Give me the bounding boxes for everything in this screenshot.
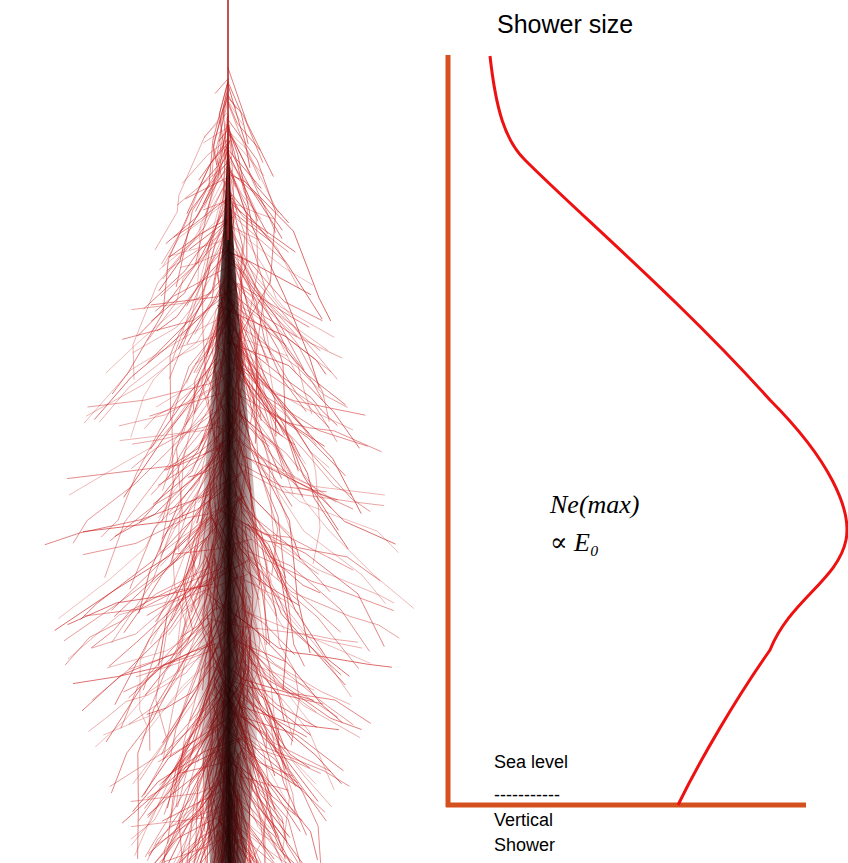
particle-track (229, 129, 276, 232)
particle-track (226, 250, 323, 321)
axis-note: ----------- (494, 785, 560, 806)
particle-track (106, 642, 212, 742)
particle-track (229, 191, 323, 319)
particle-track (228, 97, 263, 163)
particle-track (244, 730, 350, 786)
particle-track (114, 537, 208, 617)
axis-note: Vertical (494, 810, 553, 831)
particle-track (168, 240, 226, 257)
particle-track (132, 281, 226, 310)
formula-text: ∝ E₀ (550, 528, 599, 558)
y-axis (446, 55, 451, 807)
particle-track (204, 99, 228, 138)
formula-text: Ne(max) (550, 490, 640, 520)
particle-track (230, 134, 268, 234)
particle-track (226, 235, 342, 358)
particle-track (230, 175, 331, 321)
particle-track (236, 251, 334, 338)
particle-track (221, 78, 229, 154)
particle-track (245, 455, 398, 552)
particle-track (132, 423, 219, 445)
axis-note: Shower (494, 835, 555, 856)
primary-track (227, 0, 229, 240)
particle-track (133, 186, 224, 379)
particle-tracks (45, 61, 414, 863)
particle-track (185, 177, 228, 199)
axis-title: Shower size (497, 10, 633, 39)
particle-track (241, 367, 368, 446)
particle-track (182, 139, 228, 184)
axis-note: Sea level (494, 752, 568, 773)
particle-track (45, 495, 209, 545)
particle-track (213, 90, 227, 165)
particle-track (230, 317, 348, 408)
shower-size-curve (490, 56, 847, 805)
particle-track (231, 204, 295, 252)
shower-core (196, 120, 262, 863)
particle-track (227, 132, 264, 176)
particle-track (187, 142, 229, 213)
